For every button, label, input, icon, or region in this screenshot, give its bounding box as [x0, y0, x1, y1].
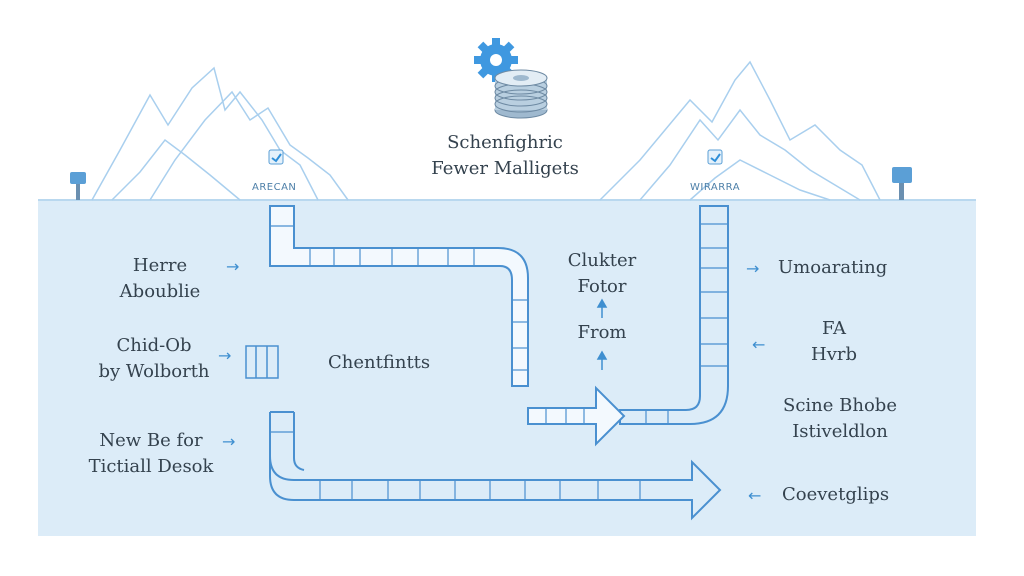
right-label-2-line2: Hvrb — [811, 344, 857, 365]
title-line-1: Schenfighric — [447, 132, 563, 153]
right-label-2-line1: FA — [822, 318, 846, 339]
arrow-right-icon: → — [218, 346, 232, 365]
up-arrow-icon — [596, 298, 608, 370]
cluster-label: Clukter Fotor — [554, 248, 650, 300]
left-label-2-line2: by Wolborth — [98, 361, 210, 382]
left-label-2-line1: Chid-Ob — [116, 335, 192, 356]
left-label-3-line2: Tictiall Desok — [88, 456, 214, 477]
landmark-badge-left-icon — [268, 149, 284, 165]
database-icon — [494, 69, 548, 119]
arrow-left-icon: ← — [752, 335, 766, 354]
arrow-right-icon: → — [222, 432, 236, 451]
right-label-4: Coevetglips — [782, 484, 890, 505]
left-mountains — [91, 66, 349, 201]
right-label-2: FA Hvrb — [786, 316, 882, 368]
left-label-3-line1: New Be for — [99, 430, 203, 451]
signpost-left-icon — [70, 172, 86, 200]
pipe-right — [619, 205, 729, 425]
cluster-label-line2: Fotor — [577, 276, 627, 297]
cluster-from-label: From — [577, 322, 627, 343]
landmark-right-label: WIRARRA — [690, 182, 741, 193]
signpost-right-icon — [892, 167, 912, 200]
inflow-arrow — [527, 385, 626, 447]
right-mountains — [599, 60, 881, 201]
left-label-1-line2: Aboublie — [119, 281, 201, 302]
arrow-right-icon: → — [746, 259, 760, 278]
center-label: Chentfintts — [328, 352, 431, 373]
pipe-upper — [269, 205, 529, 387]
diagram-title: Schenfighric Fewer Malligets — [430, 130, 580, 182]
landmark-left-label: ARECAN — [252, 182, 297, 193]
landmark-badge-right-icon — [707, 149, 723, 165]
right-label-3: Scine Bhobe Istiveldlon — [770, 393, 910, 445]
arrow-left-icon: ← — [748, 486, 762, 505]
right-label-3-line1: Scine Bhobe — [783, 395, 897, 416]
left-label-1: Herre Aboublie — [100, 253, 220, 305]
title-line-2: Fewer Malligets — [431, 158, 579, 179]
small-box-icon — [245, 345, 279, 379]
left-label-1-line1: Herre — [132, 255, 188, 276]
right-label-3-line2: Istiveldlon — [792, 421, 888, 442]
arrow-right-icon: → — [226, 257, 240, 276]
cluster-label-line1: Clukter — [567, 250, 637, 271]
right-label-1: Umoarating — [778, 257, 888, 278]
left-label-3: New Be for Tictiall Desok — [76, 428, 226, 480]
pipe-lower-arrow — [269, 411, 722, 521]
left-label-2: Chid-Ob by Wolborth — [84, 333, 224, 385]
